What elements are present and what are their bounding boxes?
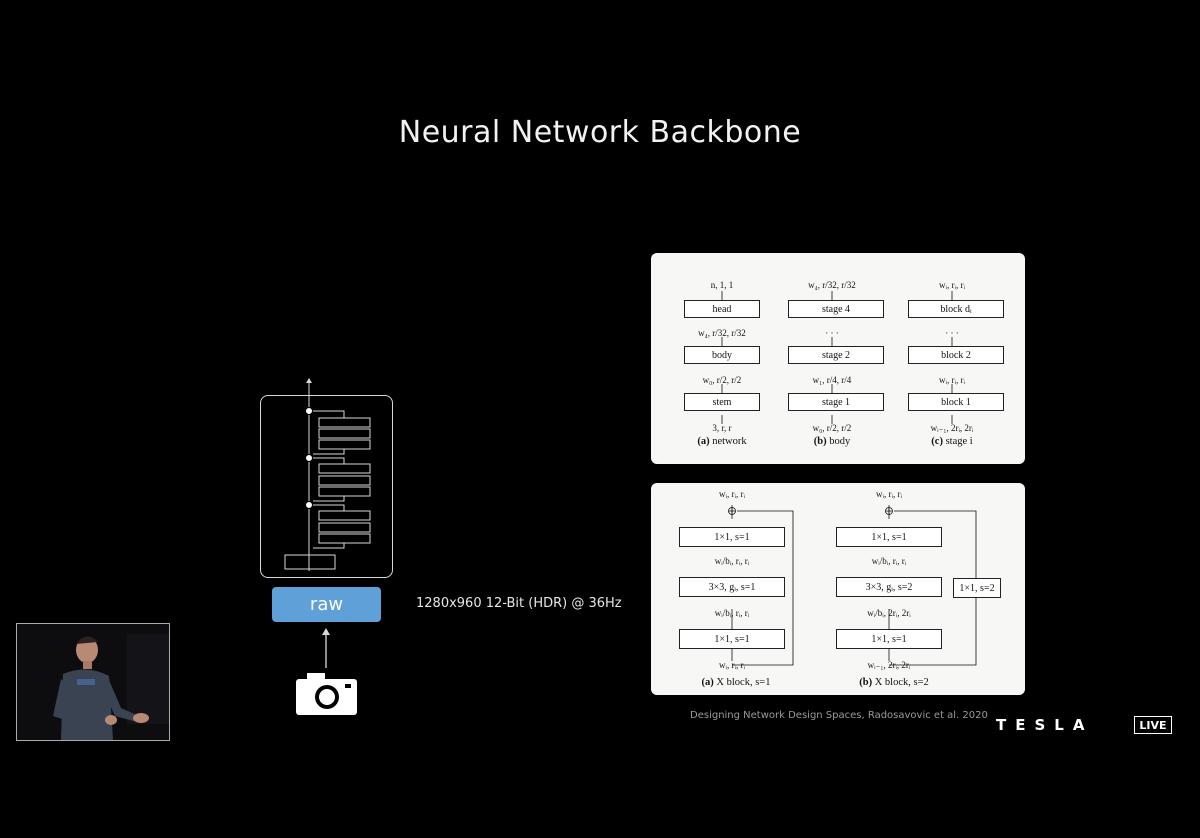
block-s2-bottom-label: wᵢ₋₁, 2rᵢ, 2rᵢ — [867, 660, 911, 670]
network-stem-box: stem — [684, 393, 760, 411]
design-space-diagram-bottom: wᵢ, rᵢ, rᵢ 1×1, s=1 wᵢ/bᵢ, rᵢ, rᵢ 3×3, g… — [651, 483, 1025, 695]
slide-title: Neural Network Backbone — [398, 115, 802, 150]
block-s1-bottom-label: wᵢ, rᵢ, rᵢ — [719, 660, 745, 670]
block-s1-conv1b-box: 1×1, s=1 — [679, 629, 785, 649]
stage-caption: (c) stage i — [931, 436, 973, 447]
network-body-box: body — [684, 346, 760, 364]
block-s1-between-label: wᵢ/bᵢ, rᵢ, rᵢ — [714, 608, 750, 618]
body-between-label: w₁, r/4, r/4 — [812, 375, 852, 385]
presenter-figure — [17, 624, 169, 740]
up-arrow-icon — [306, 378, 312, 396]
stage-bottom-label: wᵢ₋₁, 2rᵢ, 2rᵢ — [930, 423, 974, 433]
block-s1-between-label: wᵢ/bᵢ, rᵢ, rᵢ — [714, 556, 750, 566]
body-stage4-box: stage 4 — [788, 300, 884, 318]
network-top-label: n, 1, 1 — [710, 280, 734, 290]
block-s1-top-label: wᵢ, rᵢ, rᵢ — [719, 489, 745, 499]
stage-block2-box: block 2 — [908, 346, 1004, 364]
block-s2-caption: (b) X block, s=2 — [859, 677, 929, 688]
tesla-logo: TESLA — [996, 716, 1094, 734]
stage-top-label: wᵢ, rᵢ, rᵢ — [939, 280, 965, 290]
stage-between-label: · · · — [945, 328, 959, 338]
camera-icon — [296, 673, 357, 715]
network-head-box: head — [684, 300, 760, 318]
presenter-video-inset — [16, 623, 170, 741]
body-stage2-box: stage 2 — [788, 346, 884, 364]
block-s2-top-label: wᵢ, rᵢ, rᵢ — [876, 489, 902, 499]
network-stack-diagram — [260, 395, 393, 578]
arrow-connectors — [721, 291, 953, 424]
stage-between-label: wᵢ, rᵢ, rᵢ — [939, 375, 965, 385]
block-s1-caption: (a) X block, s=1 — [701, 677, 771, 688]
design-space-diagram-top: n, 1, 1 head w₄, r/32, r/32 body w₀, r/2… — [651, 253, 1025, 464]
citation-text: Designing Network Design Spaces, Radosav… — [690, 710, 988, 721]
block-s2-between-label: wᵢ/bᵢ, rᵢ, rᵢ — [871, 556, 907, 566]
block-s2-conv1-box: 1×1, s=1 — [836, 527, 942, 547]
network-caption: (a) network — [697, 436, 747, 447]
raw-input-button: raw — [272, 587, 381, 622]
live-badge: LIVE — [1134, 716, 1172, 734]
body-top-label: w₄, r/32, r/32 — [808, 280, 856, 290]
block-s2-conv1b-box: 1×1, s=1 — [836, 629, 942, 649]
network-bottom-label: 3, r, r — [712, 423, 732, 433]
block-s1-conv1-box: 1×1, s=1 — [679, 527, 785, 547]
stage-block-d-box: block dᵢ — [908, 300, 1004, 318]
body-between-label: · · · — [825, 328, 839, 338]
raw-spec-label: 1280x960 12-Bit (HDR) @ 36Hz — [416, 596, 622, 611]
block-s2-between-label: wᵢ/bᵢ, 2rᵢ, 2rᵢ — [867, 608, 911, 618]
up-arrow-icon — [322, 628, 330, 668]
block-s1-conv3-box: 3×3, gᵢ, s=1 — [679, 577, 785, 597]
body-bottom-label: w₀, r/2, r/2 — [812, 423, 852, 433]
block-s2-conv3-box: 3×3, gᵢ, s=2 — [836, 577, 942, 597]
network-between-label: w₄, r/32, r/32 — [698, 328, 746, 338]
network-between-label: w₀, r/2, r/2 — [702, 375, 742, 385]
body-stage1-box: stage 1 — [788, 393, 884, 411]
body-caption: (b) body — [813, 436, 851, 447]
residual-stack-graphic — [284, 396, 371, 571]
block-s2-shortcut-box: 1×1, s=2 — [953, 578, 1001, 598]
stage-block1-box: block 1 — [908, 393, 1004, 411]
